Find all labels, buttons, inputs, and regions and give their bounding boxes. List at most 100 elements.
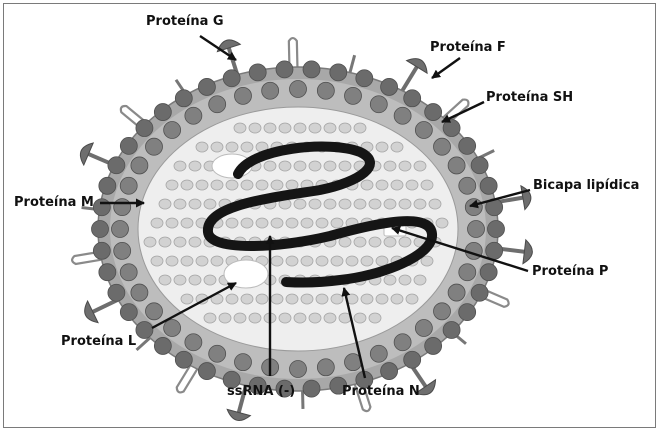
- nucleocapsid-bead: [429, 199, 441, 209]
- nucleocapsid-bead: [256, 218, 268, 228]
- lipid-bead: [262, 82, 279, 99]
- nucleocapsid-bead: [324, 123, 336, 133]
- nucleocapsid-bead: [241, 294, 253, 304]
- nucleocapsid-bead: [271, 180, 283, 190]
- lipid-bead: [198, 78, 215, 95]
- nucleocapsid-bead: [279, 313, 291, 323]
- lipid-bead: [465, 199, 482, 216]
- lipid-bead: [448, 157, 465, 174]
- lipid-bead: [209, 345, 226, 362]
- lipid-bead: [356, 70, 373, 87]
- label-proteina-l: Proteína L: [61, 334, 136, 349]
- nucleocapsid-bead: [294, 123, 306, 133]
- nucleocapsid-bead: [279, 161, 291, 171]
- lipid-bead: [425, 337, 442, 354]
- lipid-bead: [394, 334, 411, 351]
- nucleocapsid-bead: [219, 313, 231, 323]
- lipid-bead: [468, 221, 485, 238]
- lipid-bead: [164, 122, 181, 139]
- nucleocapsid-bead: [369, 313, 381, 323]
- nucleocapsid-bead: [226, 180, 238, 190]
- nucleocapsid-bead: [271, 294, 283, 304]
- nucleocapsid-bead: [204, 313, 216, 323]
- lipid-bead: [185, 334, 202, 351]
- arrow-proteina-f: [432, 58, 460, 78]
- sh-protein: [350, 55, 355, 72]
- lipid-bead: [480, 264, 497, 281]
- lipid-bead: [120, 304, 137, 321]
- lipid-bead: [145, 303, 162, 320]
- lipid-bead: [404, 90, 421, 107]
- lipid-bead: [131, 284, 148, 301]
- lipid-bead: [370, 96, 387, 113]
- nucleocapsid-bead: [226, 218, 238, 228]
- sh-protein: [137, 338, 150, 350]
- label-proteina-p: Proteína P: [532, 264, 608, 279]
- nucleocapsid-bead: [384, 161, 396, 171]
- lipid-bead: [290, 361, 307, 378]
- nucleocapsid-bead: [406, 294, 418, 304]
- lipid-bead: [175, 90, 192, 107]
- nucleocapsid-bead: [376, 256, 388, 266]
- nucleocapsid-bead: [354, 199, 366, 209]
- lipid-bead: [108, 284, 125, 301]
- lipid-bead: [276, 61, 293, 78]
- label-bicapa-lipidica: Bicapa lipídica: [533, 178, 639, 193]
- nucleocapsid-bead: [286, 294, 298, 304]
- nucleocapsid-bead: [241, 180, 253, 190]
- nucleocapsid-bead: [174, 199, 186, 209]
- lipid-bead: [480, 177, 497, 194]
- lipid-bead: [114, 199, 131, 216]
- lipid-bead: [164, 319, 181, 336]
- nucleocapsid-bead: [181, 180, 193, 190]
- nucleocapsid-bead: [309, 161, 321, 171]
- nucleocapsid-bead: [234, 313, 246, 323]
- nucleocapsid-bead: [196, 180, 208, 190]
- lipid-bead: [459, 137, 476, 154]
- lipid-bead: [303, 61, 320, 78]
- lipid-bead: [394, 107, 411, 124]
- lipid-bead: [99, 264, 116, 281]
- nucleocapsid-bead: [264, 123, 276, 133]
- nucleocapsid-bead: [354, 237, 366, 247]
- nucleocapsid-bead: [286, 180, 298, 190]
- nucleocapsid-bead: [316, 256, 328, 266]
- nucleocapsid-bead: [226, 142, 238, 152]
- lipid-bead: [249, 64, 266, 81]
- nucleocapsid-bead: [339, 237, 351, 247]
- nucleocapsid-bead: [361, 294, 373, 304]
- lipid-bead: [185, 107, 202, 124]
- nucleocapsid-bead: [384, 199, 396, 209]
- nucleocapsid-bead: [331, 294, 343, 304]
- nucleocapsid-bead: [294, 313, 306, 323]
- nucleocapsid-bead: [271, 218, 283, 228]
- nucleocapsid-bead: [286, 256, 298, 266]
- nucleocapsid-bead: [264, 161, 276, 171]
- lipid-bead: [459, 304, 476, 321]
- lipid-bead: [370, 345, 387, 362]
- nucleocapsid-bead: [144, 237, 156, 247]
- nucleocapsid-bead: [234, 123, 246, 133]
- nucleocapsid-bead: [159, 199, 171, 209]
- nucleocapsid-bead: [181, 256, 193, 266]
- nucleocapsid-bead: [286, 218, 298, 228]
- lipid-bead: [93, 242, 110, 259]
- nucleocapsid-bead: [189, 199, 201, 209]
- nucleocapsid-bead: [361, 180, 373, 190]
- glycoprotein-cap: [407, 54, 432, 73]
- lipid-bead: [154, 104, 171, 121]
- nucleocapsid-bead: [391, 142, 403, 152]
- nucleocapsid-bead: [301, 256, 313, 266]
- nucleocapsid-bead: [309, 313, 321, 323]
- nucleocapsid-bead: [151, 218, 163, 228]
- lipid-bead: [223, 70, 240, 87]
- nucleocapsid-bead: [414, 199, 426, 209]
- lipid-bead: [198, 363, 215, 380]
- nucleocapsid-bead: [324, 313, 336, 323]
- glycoprotein-cap: [80, 301, 98, 326]
- lipid-bead: [486, 242, 503, 259]
- lipid-bead: [415, 319, 432, 336]
- nucleocapsid-bead: [159, 237, 171, 247]
- nucleocapsid-bead: [354, 313, 366, 323]
- nucleocapsid-bead: [211, 180, 223, 190]
